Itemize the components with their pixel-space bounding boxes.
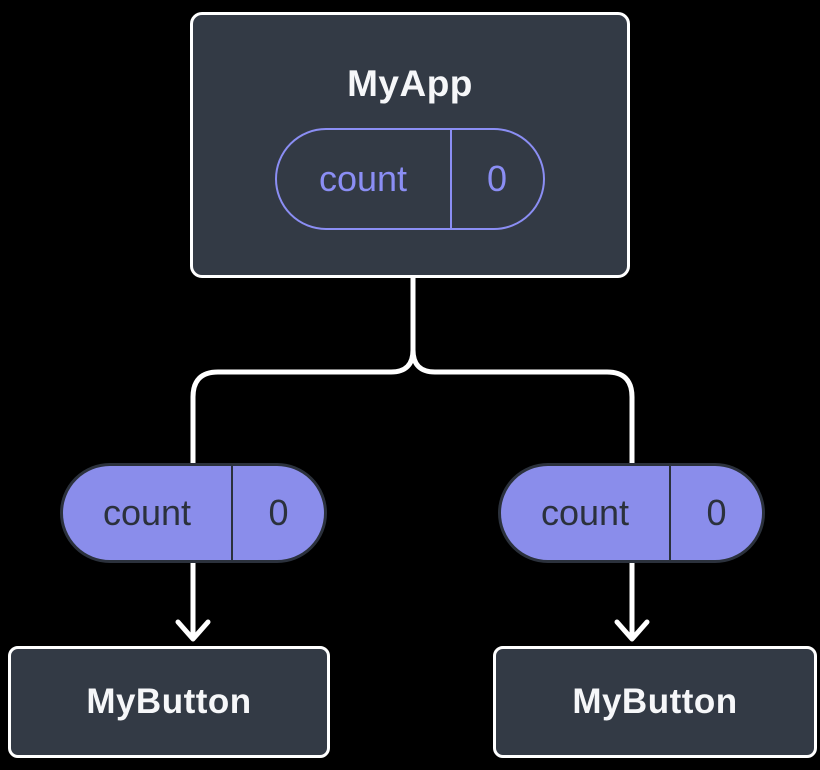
prop-pill-right: count 0 <box>498 463 765 563</box>
arrow-head-right-icon <box>614 619 650 642</box>
component-title: MyButton <box>572 682 738 721</box>
prop-name: count <box>501 466 671 560</box>
state-name: count <box>277 129 452 228</box>
component-node-myapp: MyApp count 0 <box>190 12 630 278</box>
prop-value: 0 <box>706 492 727 533</box>
connector-branch-left <box>190 275 416 466</box>
component-title: MyButton <box>86 682 252 721</box>
prop-name: count <box>63 466 233 560</box>
component-node-mybutton-left: MyButton <box>8 646 330 758</box>
component-node-mybutton-right: MyButton <box>493 646 817 758</box>
connector-branch-right <box>410 275 635 466</box>
state-pill: count 0 <box>274 127 545 230</box>
state-value: 0 <box>486 157 508 199</box>
component-title: MyApp <box>347 63 473 104</box>
prop-value: 0 <box>268 492 289 533</box>
prop-pill-left: count 0 <box>60 463 327 563</box>
arrow-head-left-icon <box>175 619 211 642</box>
